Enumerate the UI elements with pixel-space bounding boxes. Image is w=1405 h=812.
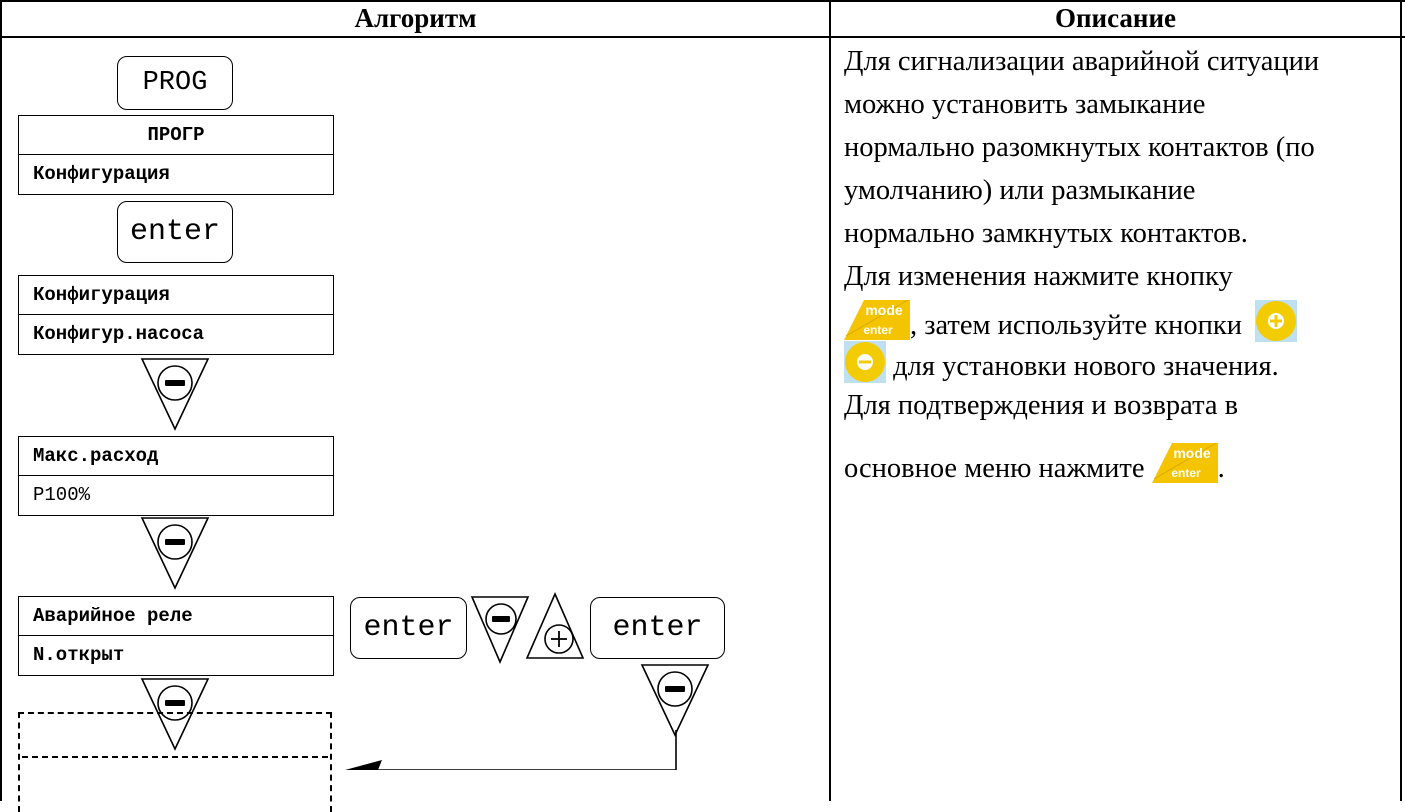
lcd-line-2: Конфигур.насоса xyxy=(33,323,205,345)
svg-text:enter: enter xyxy=(863,323,893,337)
description-text: Для сигнализации аварийной ситуации можн… xyxy=(844,40,1400,484)
prog-key: PROG xyxy=(117,56,233,110)
description-line: Для подтверждения и возврата в xyxy=(844,390,1239,421)
lcd-line-1: Конфигурация xyxy=(19,276,333,315)
header-algorithm: Алгоритм xyxy=(354,3,477,33)
lcd-line-2: P100% xyxy=(33,484,91,506)
lcd-line-1: Аварийное реле xyxy=(19,597,333,636)
svg-text:mode: mode xyxy=(1173,445,1211,461)
header-bottom-border xyxy=(0,36,1405,38)
right-border xyxy=(1400,0,1402,801)
minus-key-icon xyxy=(640,664,710,737)
description-line: Для изменения нажмите кнопку xyxy=(844,261,1233,292)
minus-key-icon xyxy=(140,358,210,431)
lcd-line-2: N.открыт xyxy=(33,644,125,666)
description-line: нормально замкнутых контактов. xyxy=(844,218,1248,249)
lcd-line-2: Конфигурация xyxy=(33,163,170,185)
svg-text:enter: enter xyxy=(1171,466,1201,480)
enter-key: enter xyxy=(590,597,725,659)
lcd-line-1: ПРОГР xyxy=(19,116,333,155)
description-line: можно установить замыкание xyxy=(844,89,1206,120)
minus-key-icon xyxy=(470,596,530,664)
description-line: нормально разомкнутых контактов (по xyxy=(844,132,1315,163)
dashed-divider xyxy=(22,756,328,758)
lcd-line-1: Макс.расход xyxy=(19,437,333,476)
next-menu-placeholder xyxy=(18,712,332,812)
enter-key: enter xyxy=(117,201,233,263)
description-text-fragment: , затем используйте кнопки xyxy=(910,310,1243,341)
lcd-display-configuration: Конфигурация Конфигур.насоса xyxy=(18,275,334,355)
mode-enter-button-icon: mode enter xyxy=(844,298,910,340)
description-text-fragment: основное меню нажмите xyxy=(844,453,1145,484)
svg-text:mode: mode xyxy=(865,302,903,318)
minus-key-icon xyxy=(140,678,210,751)
description-line: Для сигнализации аварийной ситуации xyxy=(844,46,1320,77)
column-divider xyxy=(829,0,831,801)
plus-key-icon xyxy=(525,592,585,659)
mode-enter-button-icon: mode enter xyxy=(1151,441,1218,483)
description-text-fragment: для установки нового значения. xyxy=(886,351,1279,382)
lcd-display-alarm-relay: Аварийное реле N.открыт xyxy=(18,596,334,676)
table-top-border xyxy=(0,0,1405,2)
minus-key-icon xyxy=(140,517,210,590)
lcd-display-programming: ПРОГР Конфигурация xyxy=(18,115,334,195)
left-border xyxy=(0,0,2,801)
description-text-fragment: . xyxy=(1217,453,1225,484)
lcd-display-max-flow: Макс.расход P100% xyxy=(18,436,334,516)
description-line: для установки нового значения. xyxy=(844,341,1400,384)
return-arrow xyxy=(345,730,677,770)
description-line: mode enter , затем используйте кнопки xyxy=(844,298,1400,342)
plus-button-icon xyxy=(1255,300,1298,342)
enter-key: enter xyxy=(350,597,467,659)
header-description: Описание xyxy=(1054,3,1177,33)
minus-button-icon xyxy=(844,341,886,383)
description-line: умолчанию) или размыкание xyxy=(844,175,1196,206)
description-line: основное меню нажмите mode enter . xyxy=(844,441,1400,484)
